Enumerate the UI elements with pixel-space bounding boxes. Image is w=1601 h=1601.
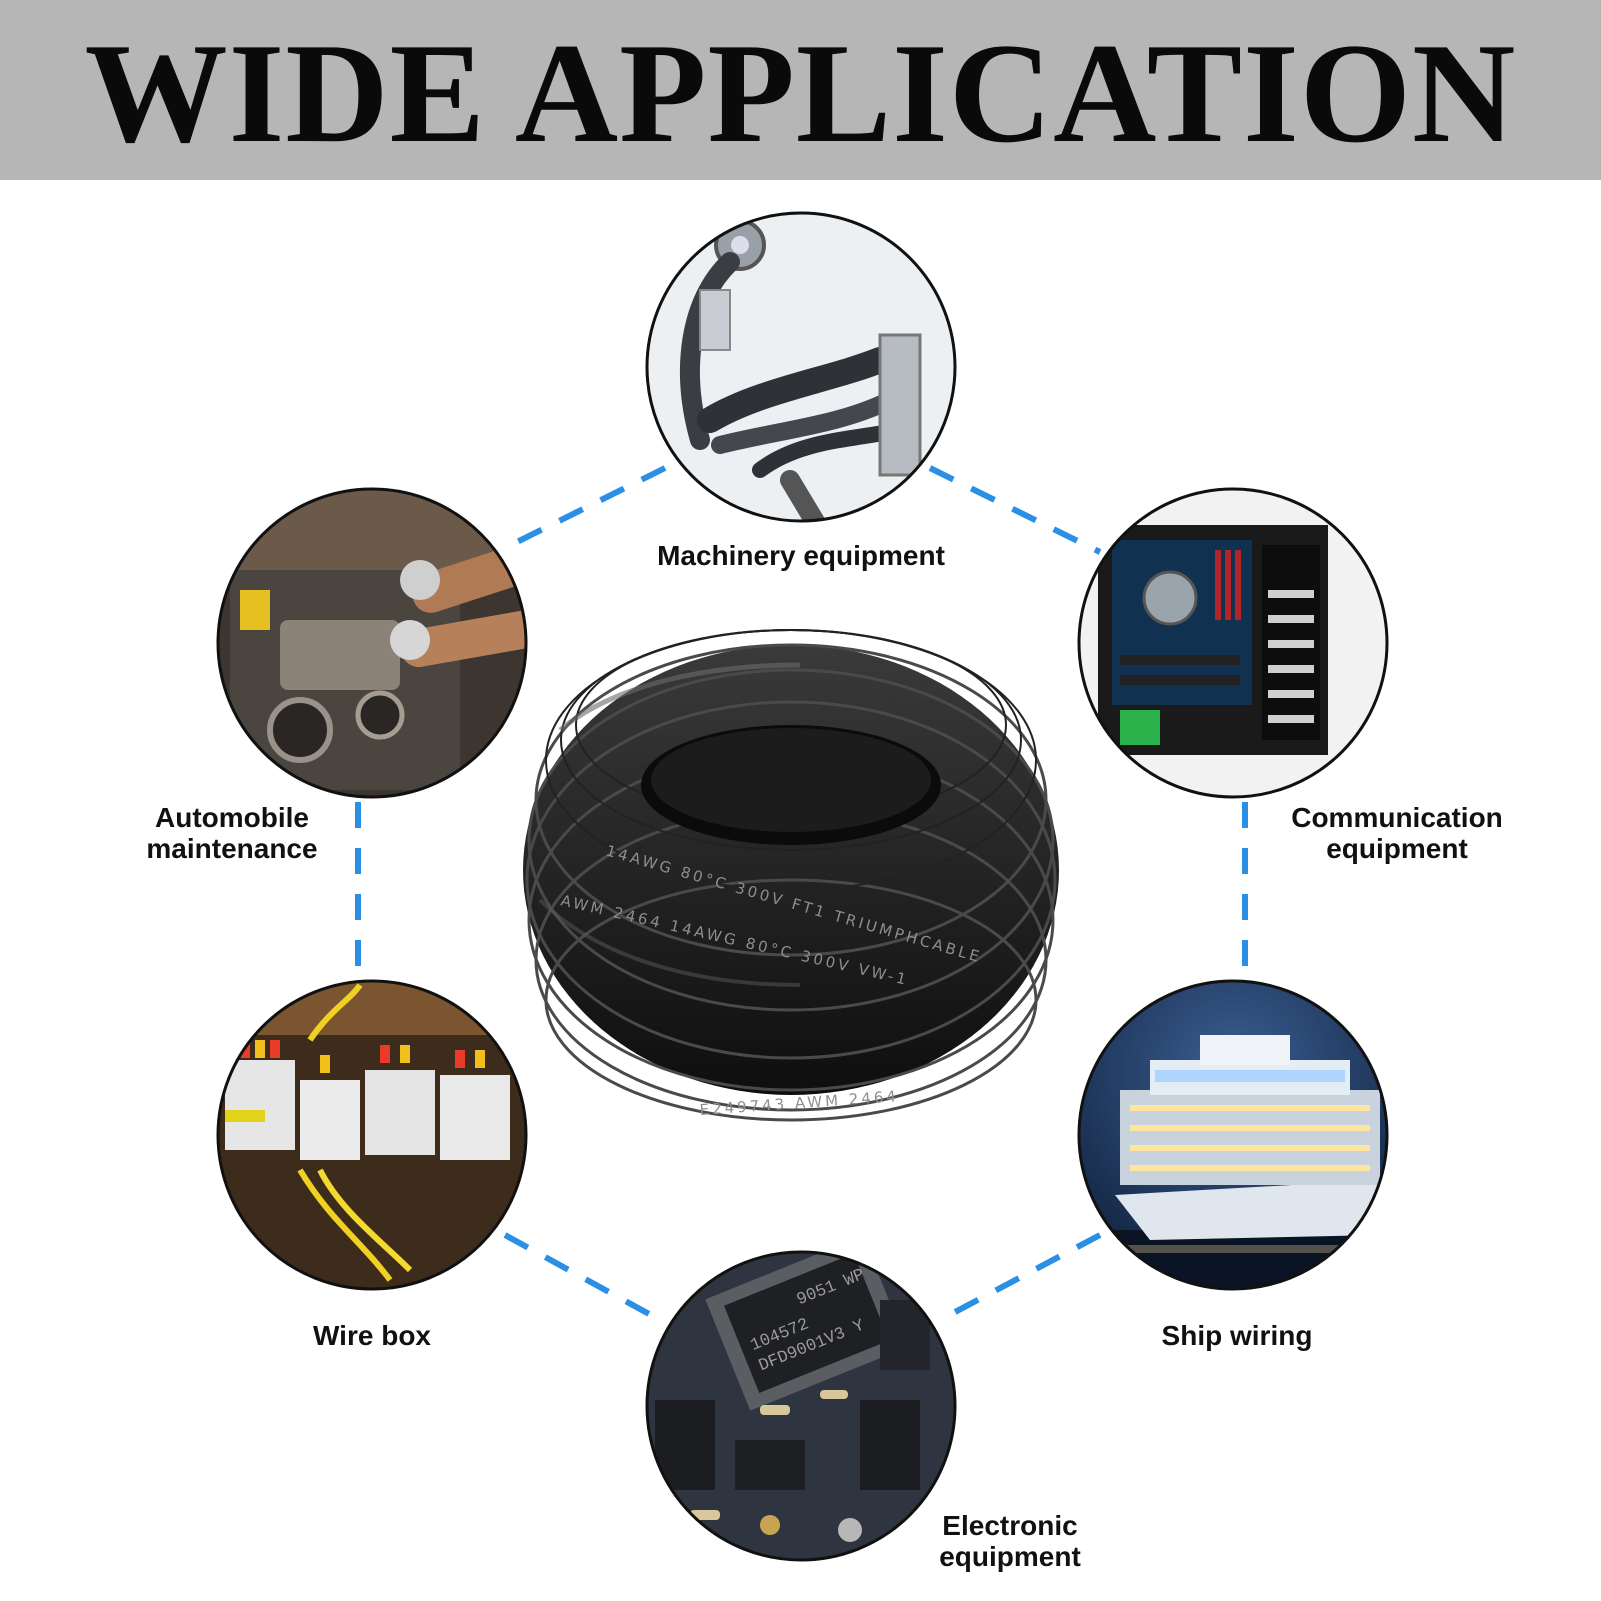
- header-banner: WIDE APPLICATION: [0, 0, 1601, 180]
- electronic-frame: [645, 1250, 957, 1562]
- ship-photo: [1079, 981, 1387, 1289]
- label-communication: Communication equipment: [1291, 802, 1503, 864]
- ship-frame: [1077, 979, 1389, 1291]
- automobile-photo: [218, 489, 526, 797]
- label-wirebox: Wire box: [313, 1320, 431, 1351]
- communication-frame: [1077, 487, 1389, 799]
- label-electronic: Electronic equipment: [939, 1510, 1081, 1572]
- wirebox-frame: [216, 979, 528, 1291]
- electronic-photo: 9051 WP 104572 DFD9001V3 Y: [647, 1252, 955, 1560]
- connector-ring: [355, 465, 1248, 1323]
- automobile-frame: [216, 487, 528, 799]
- machinery-photo: [647, 213, 955, 521]
- wirebox-photo: [218, 981, 526, 1289]
- page-title: WIDE APPLICATION: [84, 14, 1517, 172]
- label-machinery: Machinery equipment: [657, 540, 945, 571]
- label-ship: Ship wiring: [1161, 1320, 1313, 1351]
- machinery-frame: [645, 211, 957, 523]
- cable-coil: 14AWG 80°C 300V FT1 TRIUMPHCABLE AWM 246…: [523, 629, 1059, 1122]
- label-automobile: Automobile maintenance: [146, 802, 318, 864]
- communication-photo: [1079, 489, 1387, 797]
